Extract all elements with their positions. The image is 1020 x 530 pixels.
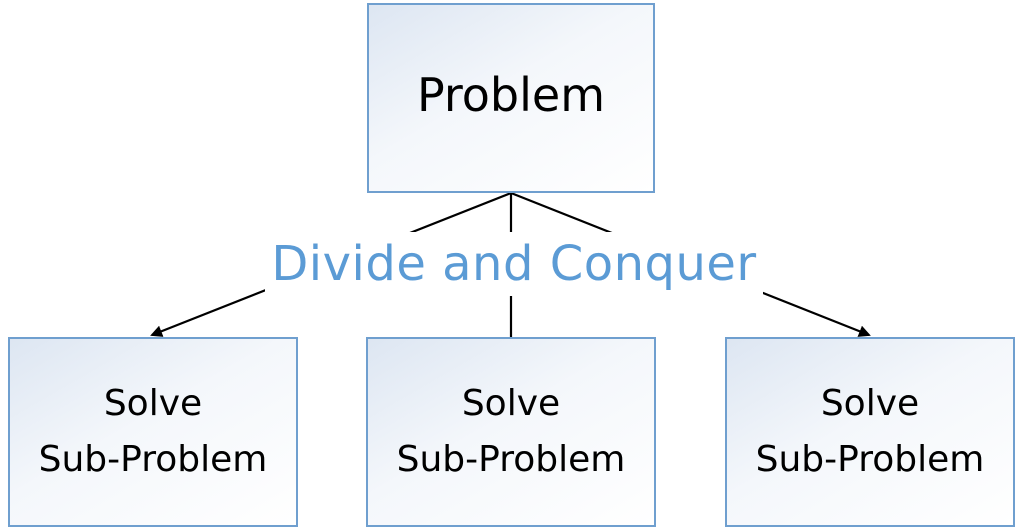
subproblem-box-3: Solve Sub-Problem — [725, 337, 1015, 527]
arrow-to-subproblem-3 — [510, 191, 871, 337]
subproblem-2-line2: Sub-Problem — [396, 439, 626, 480]
subproblem-box-1: Solve Sub-Problem — [8, 337, 298, 527]
subproblem-2-line1: Solve — [461, 383, 561, 425]
arrow-to-subproblem-1 — [150, 191, 512, 337]
problem-box: Problem — [367, 3, 655, 193]
subproblem-1-line2: Sub-Problem — [38, 439, 268, 480]
problem-label: Problem — [416, 68, 606, 122]
subproblem-1-line1: Solve — [103, 383, 203, 425]
subproblem-3-line1: Solve — [820, 383, 920, 425]
subproblem-3-line2: Sub-Problem — [755, 439, 985, 480]
subproblem-box-2: Solve Sub-Problem — [366, 337, 656, 527]
